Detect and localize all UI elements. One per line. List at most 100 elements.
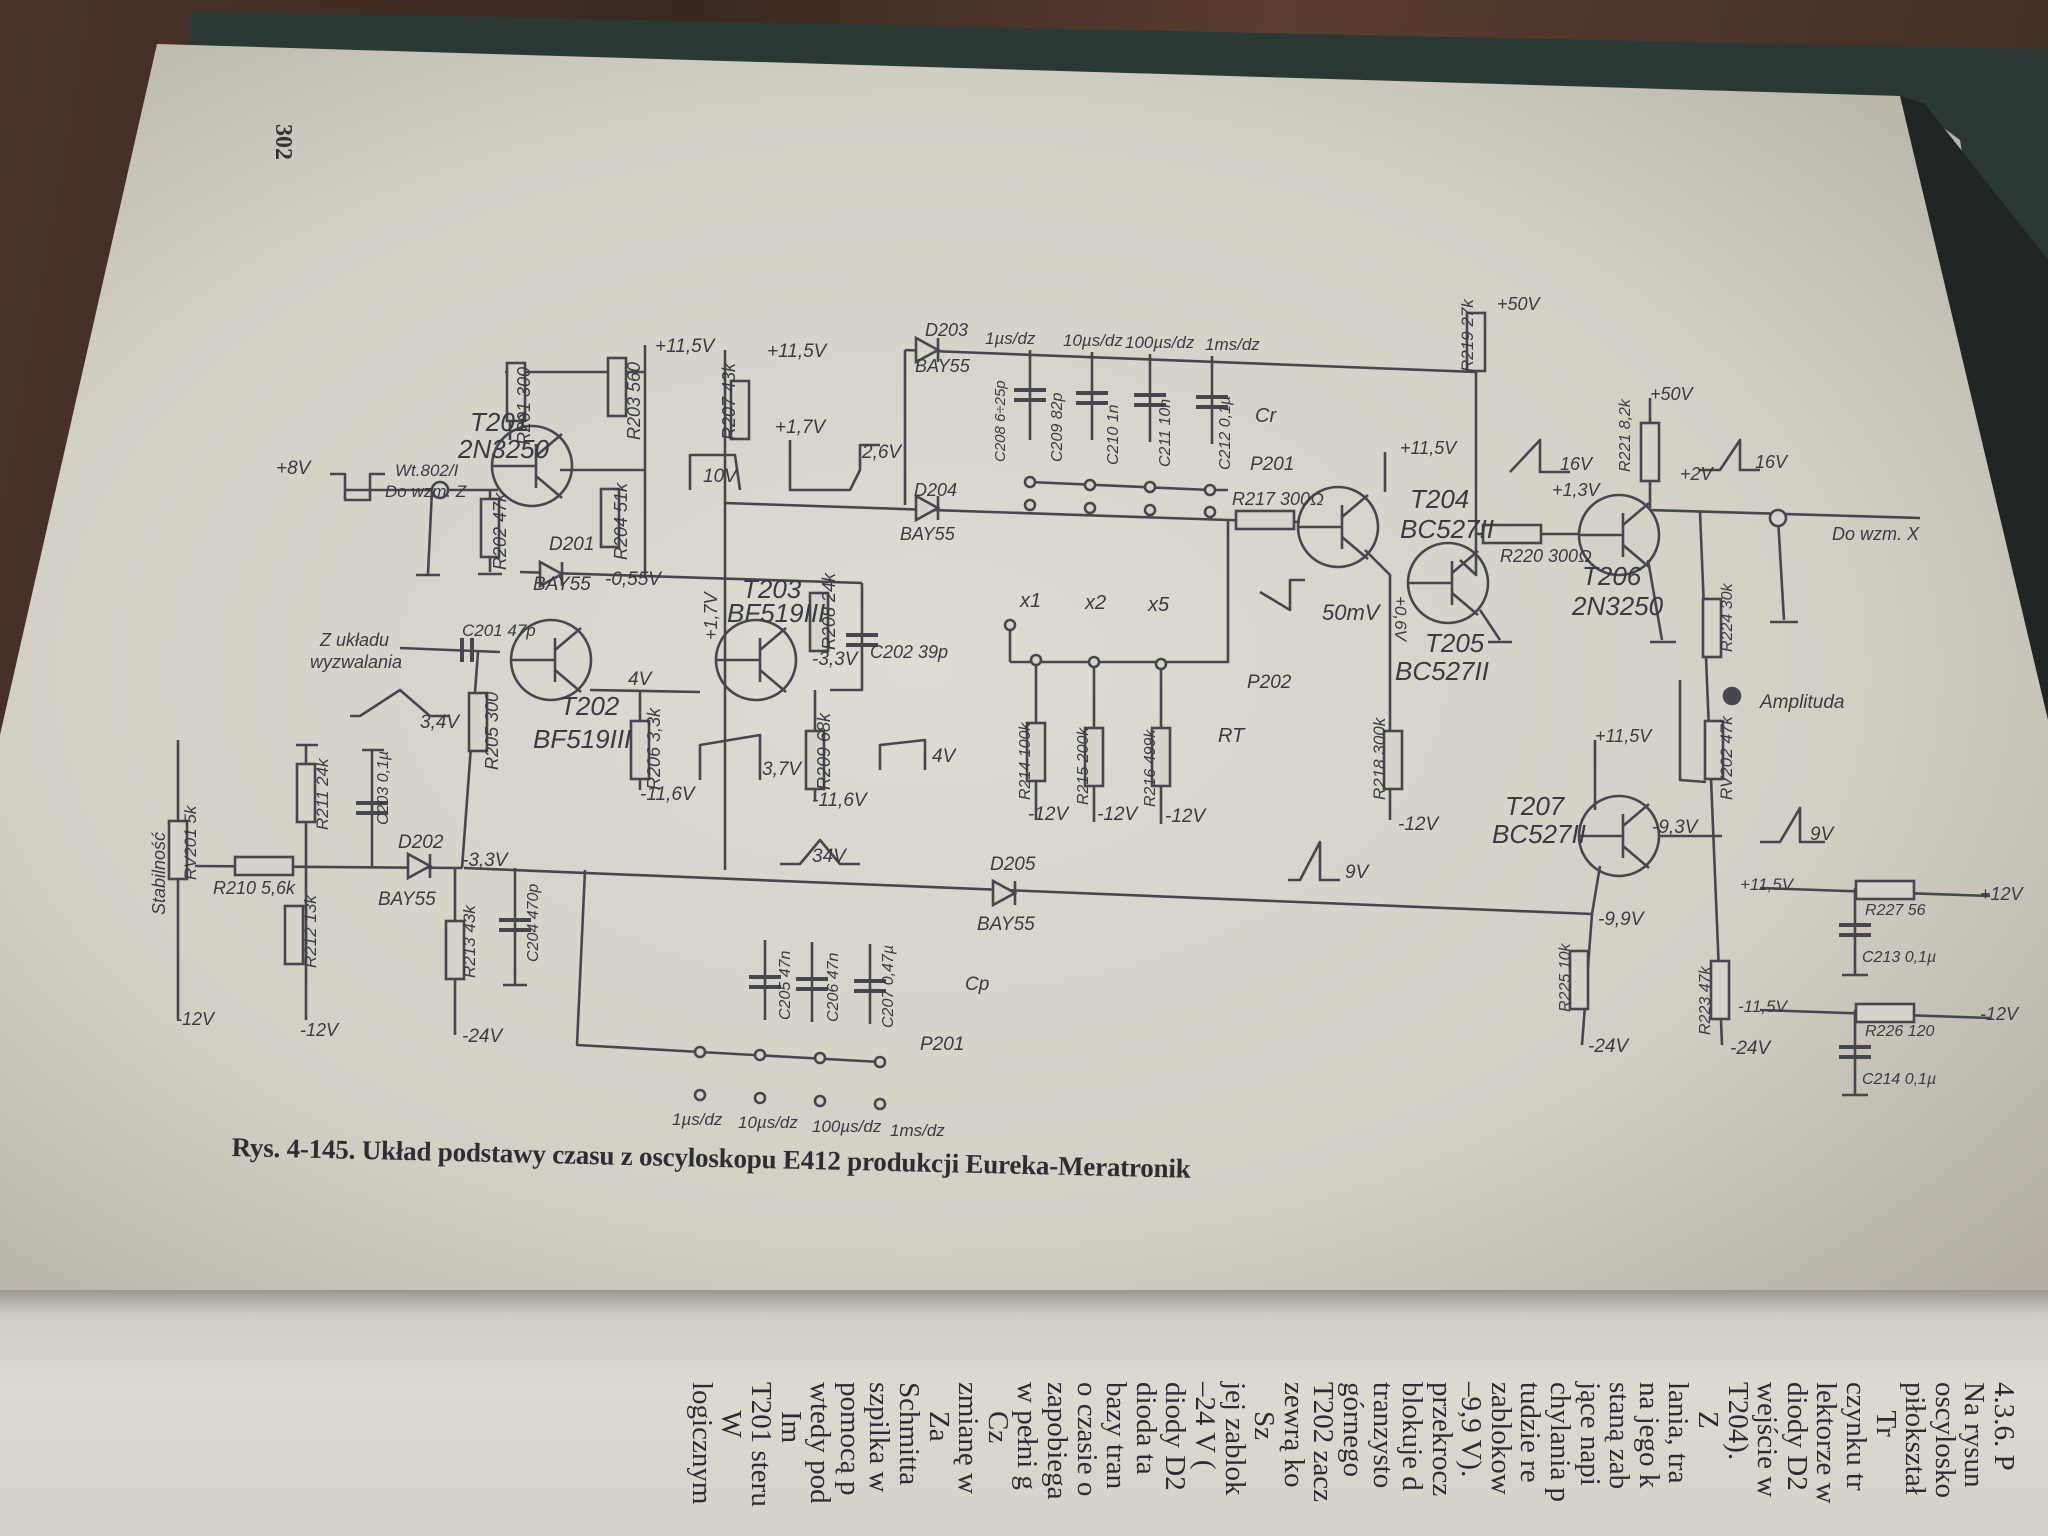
schematic-label: R223 47k: [1697, 966, 1714, 1035]
transistor-emitter: [535, 475, 563, 499]
schematic-label: T206: [1582, 561, 1642, 591]
output-terminal: [430, 480, 450, 500]
schematic-label: 34V: [812, 846, 848, 867]
schematic-label: P201: [1250, 454, 1294, 475]
schematic-label: RV202 47k: [1717, 715, 1736, 800]
schematic-label: BC527II: [1395, 656, 1489, 686]
schematic-label: Amplituda: [1759, 692, 1845, 713]
resistor-symbol: [1568, 949, 1590, 1011]
schematic-label: -9,3V: [1652, 817, 1700, 838]
schematic-label: 50mV: [1322, 600, 1382, 625]
schematic-label: C213 0,1µ: [1862, 949, 1936, 966]
diode-symbol: [914, 493, 941, 523]
schematic-label: 16V: [1755, 452, 1789, 472]
schematic-label: P202: [1247, 672, 1292, 693]
resistor-symbol: [606, 356, 628, 418]
switch-contact: [753, 1091, 767, 1105]
schematic-label: -12V: [1097, 804, 1139, 825]
schematic-label: R213 43k: [460, 904, 479, 978]
switch-contact: [1003, 618, 1017, 632]
schematic-label: +11,5V: [1400, 438, 1458, 458]
schematic-label: +2V: [1680, 464, 1715, 484]
schematic-label: -0,55V: [605, 569, 663, 590]
transistor-emitter: [1622, 845, 1650, 869]
resistor-symbol: [1639, 421, 1661, 483]
text-line: T202 zacz: [1307, 1382, 1340, 1502]
schematic-label: BF519III: [727, 598, 825, 628]
switch-contact: [693, 1088, 707, 1102]
text-line: Z: [1692, 1382, 1725, 1429]
resistor-symbol: [1234, 509, 1296, 531]
schematic-label: -12V: [1398, 814, 1440, 835]
schematic-label: Stabilność: [149, 832, 169, 915]
wire: [1478, 609, 1502, 641]
schematic-label: Cr: [1255, 405, 1277, 427]
schematic-label: C201 47p: [462, 621, 536, 640]
wire: [1259, 578, 1305, 612]
schematic-label: T207: [1505, 791, 1566, 821]
schematic-label: +1,7V: [701, 590, 721, 640]
schematic-label: T201: [470, 407, 529, 437]
text-line: dioda ta: [1129, 1382, 1162, 1475]
text-line: Im: [774, 1382, 807, 1444]
switch-contact: [1083, 478, 1097, 492]
schematic-label: BAY55: [900, 524, 956, 544]
schematic-label: C210 1n: [1105, 404, 1122, 465]
schematic-label: +12V: [1980, 884, 2025, 904]
wire: [780, 838, 860, 866]
text-line: T201 steru: [745, 1382, 778, 1507]
wire: [1509, 438, 1570, 474]
schematic-label: Z układu: [319, 630, 389, 650]
switch-contact: [1203, 483, 1217, 497]
switch-contact: [693, 1045, 707, 1059]
text-line: czynku tr: [1840, 1382, 1873, 1491]
schematic-label: R201 300: [514, 367, 534, 445]
switch-contact: [1023, 498, 1037, 512]
transistor-collector: [1451, 550, 1479, 574]
schematic-label: R227 56: [1865, 902, 1926, 919]
wire: [788, 440, 880, 492]
schematic-label: -24V: [462, 1026, 504, 1047]
schematic-label: 1ms/dz: [1205, 335, 1260, 354]
text-line: tudzie re: [1514, 1382, 1547, 1483]
schematic-label: 2,6V: [861, 442, 903, 463]
schematic-label: 10µs/dz: [1063, 331, 1123, 350]
wire: [1776, 517, 1786, 621]
switch-contact: [1083, 501, 1097, 515]
schematic-label: R216 499k: [1142, 729, 1159, 807]
resistor-symbol: [467, 691, 489, 753]
transistor-emitter: [1451, 592, 1479, 616]
text-line: szpilka w: [863, 1382, 896, 1493]
resistor-symbol: [1854, 1002, 1916, 1024]
switch-contact: [1087, 655, 1101, 669]
text-line: wtedy pod: [804, 1382, 837, 1504]
text-line: o czasie o: [1070, 1382, 1103, 1497]
schematic-label: C204 470p: [525, 884, 542, 962]
text-line: Sz: [1248, 1382, 1281, 1440]
schematic-label: 10V: [703, 466, 739, 487]
schematic-label: 1µs/dz: [985, 329, 1036, 348]
schematic-label: 100µs/dz: [1125, 333, 1195, 352]
schematic-label: +11,5V: [1595, 726, 1653, 746]
text-line: Tr: [1869, 1382, 1902, 1437]
schematic-label: -3,3V: [462, 850, 510, 871]
schematic-label: 10µs/dz: [738, 1113, 798, 1132]
schematic-label: R207 43k: [719, 362, 739, 440]
wire: [519, 570, 863, 585]
schematic-label: +8V: [276, 458, 313, 479]
switch-contact: [813, 1051, 827, 1065]
schematic-label: x5: [1147, 594, 1170, 616]
schematic-label: 1µs/dz: [672, 1110, 723, 1129]
transistor-collector: [1341, 494, 1369, 518]
schematic-label: R218 300k: [1370, 716, 1389, 800]
schematic-label: R212 13k: [301, 894, 320, 968]
transistor-collector: [1622, 502, 1650, 526]
text-line: –9,9 V).: [1455, 1382, 1488, 1478]
schematic-label: C212 0,1µ: [1217, 396, 1234, 470]
resistor-symbol: [505, 361, 527, 423]
resistor-symbol: [1382, 729, 1404, 791]
resistor-symbol: [729, 379, 751, 441]
schematic-label: -9,9V: [1598, 909, 1646, 930]
schematic-label: R202 47k: [490, 492, 510, 570]
